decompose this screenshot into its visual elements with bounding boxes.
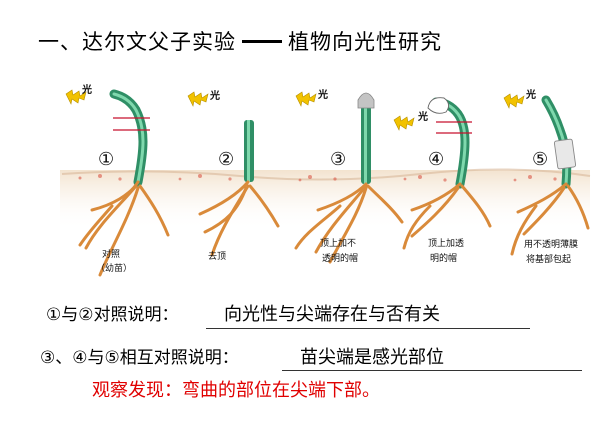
panel-caption: 顶上加透 <box>428 238 464 249</box>
panel-caption: 透明的帽 <box>322 252 358 264</box>
light-bolt-icon <box>393 115 415 131</box>
roots <box>294 182 404 264</box>
panel-caption: 顶上加不 <box>320 238 356 249</box>
panel-number: ① <box>98 149 114 170</box>
panel-2: 光 ② 去顶 <box>187 89 280 262</box>
conclusion-answer-2: 苗尖端是感光部位 <box>300 347 444 368</box>
title-sub: 植物向光性研究 <box>288 30 442 54</box>
light-label: 光 <box>417 110 428 123</box>
observation-text: 观察发现：弯曲的部位在尖端下部。 <box>92 380 380 401</box>
light-bolt-icon <box>187 91 209 107</box>
roots <box>402 182 492 250</box>
light-label: 光 <box>81 83 92 96</box>
transparent-cap <box>427 97 449 114</box>
roots <box>510 182 590 256</box>
conclusion-question-1: ①与②对照说明： <box>46 305 179 325</box>
light-label: 光 <box>525 88 536 101</box>
panel-5: 光 ⑤ 用不透明薄膜 将基部包起 <box>503 88 590 265</box>
panel-number: ② <box>218 149 234 170</box>
answer-underline <box>282 370 582 371</box>
roots <box>198 180 280 257</box>
answer-underline <box>206 328 530 329</box>
panel-number: ⑤ <box>532 149 548 170</box>
panel-caption: （幼苗） <box>96 262 132 274</box>
title-main: 一、达尔文父子实验 <box>38 30 236 54</box>
opaque-cap <box>357 92 375 109</box>
conclusion-question-2: ③、④与⑤相互对照说明： <box>40 348 239 368</box>
panel-caption: 对照 <box>102 248 120 260</box>
seedling-curved <box>109 89 148 187</box>
light-bolt-icon <box>503 93 525 109</box>
panel-1: 光 ① 对照 （幼苗） <box>65 83 170 277</box>
panel-number: ③ <box>330 149 346 170</box>
light-label: 光 <box>209 89 220 102</box>
conclusion-answer-1: 向光性与尖端存在与否有关 <box>224 304 440 325</box>
light-label: 光 <box>317 88 328 101</box>
slide-title: 一、达尔文父子实验 植物向光性研究 <box>38 26 442 56</box>
panel-number: ④ <box>428 149 444 170</box>
light-bolt-icon <box>295 91 317 107</box>
panel-4: 光 ④ 顶上加透 明的帽 <box>393 97 492 264</box>
panel-caption: 用不透明薄膜 <box>524 238 578 250</box>
panel-caption: 将基部包起 <box>526 253 571 265</box>
roots <box>78 180 170 277</box>
opaque-sleeve <box>553 138 577 170</box>
panel-caption: 明的帽 <box>430 252 457 264</box>
panel-3: 光 ③ 顶上加不 透明的帽 <box>294 88 404 264</box>
title-dash <box>242 39 282 43</box>
panel-caption: 去顶 <box>208 250 226 262</box>
